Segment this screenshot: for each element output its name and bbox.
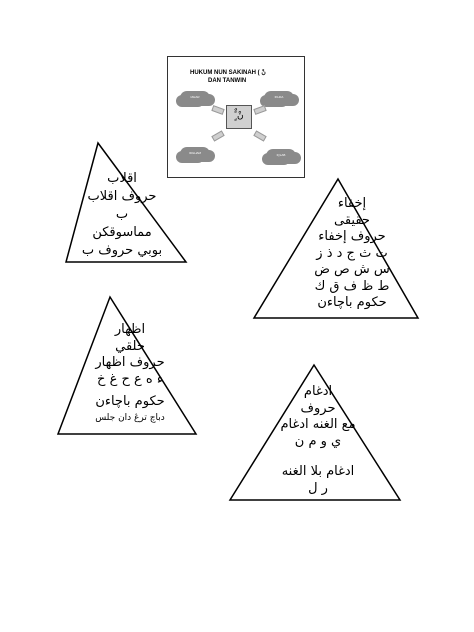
- diagram-thumbnail: HUKUM NUN SAKINAH ( نْ DAN TANWIN IZHAR …: [167, 56, 305, 178]
- iqlab-line: مماسوقكن: [92, 225, 152, 240]
- arrow-icon: [253, 130, 267, 142]
- arrow-icon: [253, 105, 267, 115]
- triangle-ikhfa: [252, 177, 420, 319]
- ikhfa-text: إخفاء حقيقى حروف إخفاء ت ث ج د ذ ز س ش ص…: [302, 196, 402, 312]
- arrow-icon: [211, 130, 225, 142]
- ikhfa-line: حكوم باچاءن: [317, 295, 387, 310]
- izhar-heading: اظهار: [114, 322, 146, 337]
- cloud-iqlab-label: IQLAB: [276, 153, 286, 157]
- izhar-line: حلقي: [115, 338, 145, 354]
- idgham-line: ادغام بلا الغنه: [281, 464, 355, 479]
- izhar-line: حكوم باچاءن: [95, 394, 165, 409]
- arrow-icon: [211, 105, 225, 115]
- ikhfa-line: ط ظ ف ق ك: [314, 278, 390, 294]
- iqlab-line: ب: [115, 207, 129, 222]
- center-glyph-box: نْ ًٌٍ: [226, 105, 252, 129]
- ikhfa-line: ت ث ج د ذ ز: [316, 245, 388, 261]
- izhar-small-line: دباچ ترڠ دان جلس: [95, 412, 165, 423]
- triangle-izhar: [56, 295, 198, 435]
- idgham-heading: ادغام: [303, 384, 333, 399]
- thumbnail-title: HUKUM NUN SAKINAH ( نْ DAN TANWIN: [190, 69, 300, 85]
- idgham-line: ي و م ن: [294, 433, 342, 449]
- izhar-text: اظهار حلقي حروف اظهار ء ه ع ح غ خ حكوم ب…: [74, 322, 186, 425]
- iqlab-line: بوبي حروف ب: [81, 243, 163, 258]
- izhar-line: حروف اظهار: [95, 355, 165, 370]
- iqlab-heading: اقلاب: [107, 171, 137, 186]
- idgham-line: مع الغنه ادغام: [280, 417, 356, 432]
- cloud-ikhfa-label: IKHFA: [274, 95, 284, 99]
- center-glyph: نْ ًٌٍ: [234, 111, 244, 121]
- triangle-idgham: [228, 363, 402, 501]
- thumbnail-title-line2: DAN TANWIN: [208, 78, 247, 84]
- ikhfa-line: حروف إخفاء: [318, 229, 386, 244]
- cloud-izhar-label: IZHAR: [190, 95, 200, 99]
- thumbnail-title-line1: HUKUM NUN SAKINAH ( نْ: [190, 70, 266, 76]
- izhar-line: ء ه ع ح غ خ: [97, 371, 163, 387]
- cloud-idgham: IDGHAM: [180, 147, 210, 161]
- idgham-line: ر ل: [308, 480, 328, 496]
- cloud-idgham-label: IDGHAM: [189, 151, 201, 155]
- iqlab-text: اقلاب حروف اقلاب ب مماسوقكن بوبي حروف ب: [70, 170, 174, 260]
- cloud-izhar: IZHAR: [180, 91, 210, 105]
- ikhfa-line: س ش ص ض: [314, 262, 390, 277]
- cloud-iqlab: IQLAB: [266, 149, 296, 163]
- ikhfa-heading: إخفاء: [337, 196, 367, 211]
- iqlab-line: حروف اقلاب: [87, 189, 157, 204]
- idgham-text: ادغام حروف مع الغنه ادغام ي و م ن ادغام …: [262, 384, 374, 497]
- ikhfa-line: حقيقى: [334, 212, 370, 228]
- cloud-ikhfa: IKHFA: [264, 91, 294, 105]
- idgham-line: حروف: [300, 400, 336, 416]
- triangle-iqlab: [65, 141, 188, 263]
